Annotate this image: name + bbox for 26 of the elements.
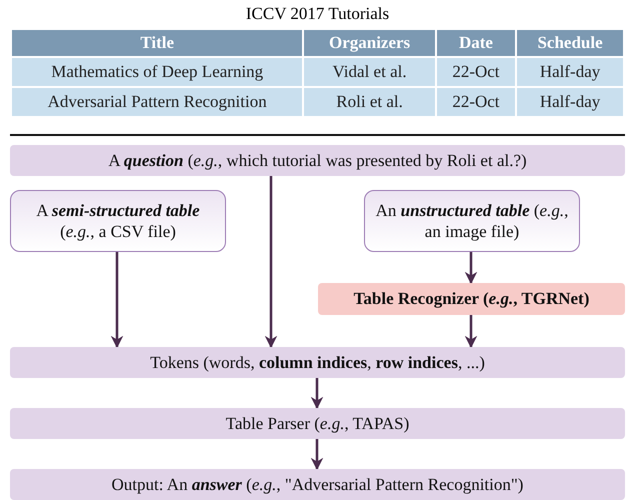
table-cell: 22-Oct — [436, 88, 516, 116]
column-header: Date — [436, 30, 516, 56]
table-cell: Mathematics of Deep Learning — [12, 58, 302, 86]
table-cell: 22-Oct — [436, 58, 516, 86]
input-bar: A question (e.g., which tutorial was presented by Roli et al.?) — [10, 145, 625, 176]
table-cell: Half-day — [517, 58, 623, 86]
column-header: Organizers — [304, 30, 435, 56]
table-cell: Roli et al. — [304, 88, 435, 116]
input-box: An unstructured table (e.g., an image file) — [364, 190, 580, 252]
arrow — [310, 378, 324, 410]
table-cell: Adversarial Pattern Recognition — [12, 88, 302, 116]
arrow — [264, 176, 278, 348]
process-bar: Table Parser (e.g., TAPAS) — [10, 408, 625, 439]
column-header: Title — [12, 30, 302, 56]
table-cell: Half-day — [517, 88, 623, 116]
arrow — [310, 439, 324, 470]
arrow — [110, 252, 124, 348]
arrow — [464, 315, 478, 348]
table-caption: ICCV 2017 Tutorials — [244, 4, 390, 24]
input-box: A semi-structured table (e.g., a CSV file) — [10, 190, 226, 252]
arrow — [464, 252, 478, 284]
column-header: Schedule — [517, 30, 623, 56]
process-box: Table Recognizer (e.g., TGRNet) — [318, 283, 625, 315]
output-bar: Output: An answer (e.g., "Adversarial Pattern Recognition") — [10, 469, 625, 500]
table-cell: Vidal et al. — [304, 58, 435, 86]
process-bar: Tokens (words, column indices, row indices, ...) — [10, 347, 625, 378]
